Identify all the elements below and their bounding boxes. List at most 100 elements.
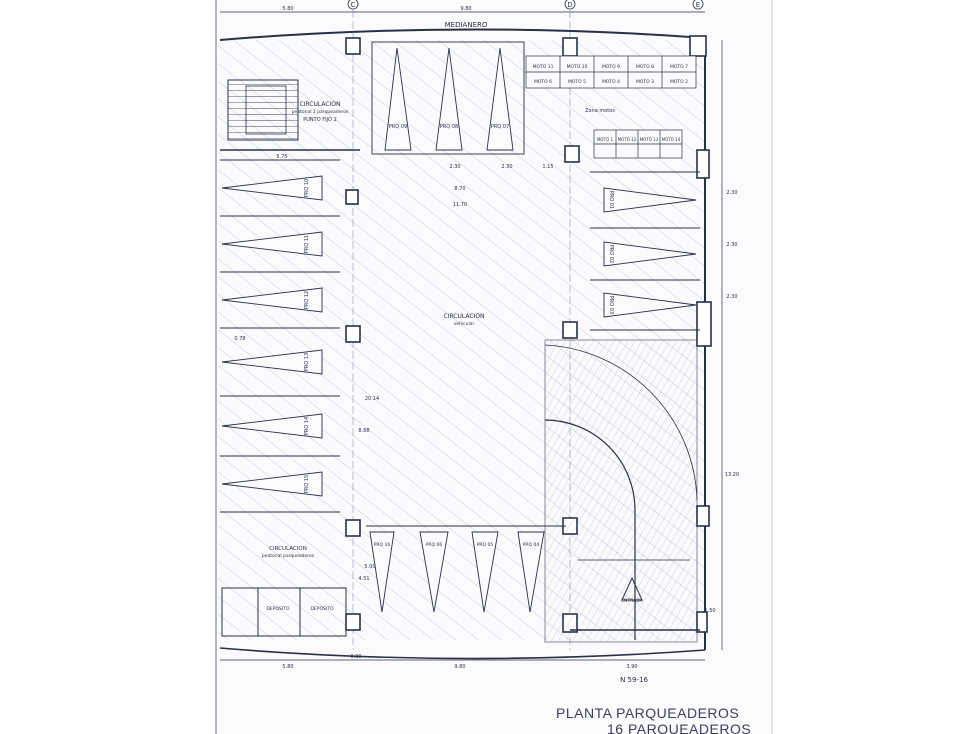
moto-top-2: MOTO 9 — [602, 64, 620, 70]
stall-bottom-1: PRQ 06 — [426, 542, 443, 548]
dim-bottom-0: 5.80 — [282, 664, 293, 670]
top-stall-group — [371, 41, 525, 155]
ramp-inner-curve — [544, 419, 636, 640]
stall-bottom-marker — [419, 531, 449, 613]
dim-bottom-1: 9.80 — [454, 664, 465, 670]
drawing-ref: N 59-16 — [620, 676, 648, 684]
dimension-texts: 5.80 9.80 5.80 9.80 3.90 0.78 2.30 2.30 … — [234, 6, 739, 670]
stall-left-2: PRQ 12 — [304, 291, 310, 309]
axis-markers: C D E — [347, 0, 704, 10]
circ-left-bottom-label: CIRCULACION — [269, 546, 307, 552]
moto-second-3: MOTO 3 — [636, 79, 654, 85]
stall-left-marker — [221, 471, 323, 497]
dim-misc-9: 13.20 — [725, 472, 739, 478]
circ-left-top-label: CIRCULACION — [299, 101, 340, 108]
column — [562, 321, 578, 339]
stall-right-2: PRQ 03 — [608, 296, 614, 314]
dim-misc-1: 2.30 — [449, 164, 460, 170]
stall-top-marker — [435, 47, 463, 151]
dim-misc-15: 5.00 — [364, 564, 375, 570]
column — [696, 149, 710, 179]
axis-label-d: D — [567, 1, 572, 9]
stall-bottom-2: PRQ 05 — [477, 542, 494, 548]
moto-grid-top — [525, 55, 697, 159]
moto-top-1: MOTO 10 — [567, 64, 588, 70]
moto-second-4: MOTO 2 — [670, 79, 688, 85]
stall-right-marker — [603, 292, 697, 318]
north-wall — [219, 28, 706, 41]
stall-top-1: PRQ 08 — [440, 124, 458, 130]
storage-units — [221, 587, 347, 637]
dim-top-1: 9.80 — [460, 6, 471, 12]
stall-left-3: PRQ 13 — [304, 353, 310, 371]
stall-top-0: PRQ 09 — [389, 124, 407, 130]
stall-left-5: PRQ 15 — [304, 475, 310, 493]
stall-top-marker — [486, 47, 514, 151]
dim-misc-13: 1.50 — [704, 608, 715, 614]
column — [345, 325, 361, 343]
drawing-subtitle: 16 PARQUEADEROS — [607, 721, 751, 734]
dim-top-0: 5.80 — [282, 6, 293, 12]
stall-left-marker — [221, 175, 323, 201]
dim-misc-0: 0.78 — [234, 336, 245, 342]
stall-bottom-3: PRQ 04 — [523, 542, 540, 548]
bottom-stall-group — [366, 525, 566, 613]
axis-label-e: E — [696, 1, 700, 9]
moto-lower-2: MOTO 13 — [640, 137, 659, 142]
moto-top-0: MOTO 11 — [533, 64, 554, 70]
ramp-outer-curve — [544, 344, 698, 501]
dim-misc-16: 0.90 — [350, 654, 361, 660]
axis-marker-e — [692, 0, 704, 10]
dim-misc-2: 2.30 — [501, 164, 512, 170]
stall-left-1: PRQ 11 — [304, 235, 310, 253]
storage-right-label: DEPOSITO — [310, 606, 333, 612]
north-arrow-icon — [621, 576, 643, 601]
column — [696, 505, 710, 527]
ramp-area — [544, 339, 698, 643]
stair-flight — [245, 85, 287, 135]
drawing-title: PLANTA PARQUEADEROS — [556, 705, 739, 721]
stall-top-marker — [384, 47, 412, 151]
dim-misc-7: 20.14 — [365, 396, 379, 402]
structural-columns — [345, 35, 712, 633]
vehicle-ramp: ENTRADA — [544, 339, 700, 643]
south-wall — [219, 647, 706, 660]
moto-lower-0: MOTO 1 — [597, 137, 613, 142]
right-stall-group — [590, 171, 700, 331]
stall-left-0: PRQ 10 — [304, 179, 310, 197]
stall-left-marker — [221, 287, 323, 313]
dim-misc-12: 2.30 — [726, 294, 737, 300]
column — [689, 35, 707, 57]
circ-left-top-sub: peatonal 2 parqueaderos — [292, 109, 349, 115]
stall-left-marker — [221, 231, 323, 257]
column — [564, 145, 580, 163]
column — [696, 611, 708, 633]
moto-lower-3: MOTO 14 — [662, 137, 681, 142]
dim-misc-10: 2.30 — [726, 190, 737, 196]
left-stall-group — [220, 159, 340, 513]
dim-misc-14: 4.51 — [358, 576, 369, 582]
column — [562, 37, 578, 57]
moto-second-1: MOTO 5 — [568, 79, 586, 85]
stall-bottom-marker — [369, 531, 395, 613]
stall-left-marker — [221, 349, 323, 375]
column — [696, 301, 712, 347]
column — [345, 189, 359, 205]
dim-misc-11: 2.30 — [726, 242, 737, 248]
dim-misc-4: 5.75 — [276, 154, 287, 160]
moto-second-2: MOTO 4 — [602, 79, 620, 85]
top-stall-frame — [371, 41, 525, 155]
neighbor-label: MEDIANERO — [445, 21, 488, 29]
axis-marker-c — [347, 0, 359, 10]
moto-top-3: MOTO 8 — [636, 64, 654, 70]
dim-misc-6: 11.70 — [453, 202, 467, 208]
stall-left-marker — [221, 413, 323, 439]
stall-right-marker — [603, 241, 697, 267]
circ-left-top-sub2: PUNTO FIJO 2 — [303, 117, 337, 123]
circ-main-label: CIRCULACION — [443, 313, 484, 320]
storage-left-label: DEPOSITO — [266, 606, 289, 612]
moto-top-4: MOTO 7 — [670, 64, 688, 70]
moto-lower-1: MOTO 12 — [618, 137, 637, 142]
